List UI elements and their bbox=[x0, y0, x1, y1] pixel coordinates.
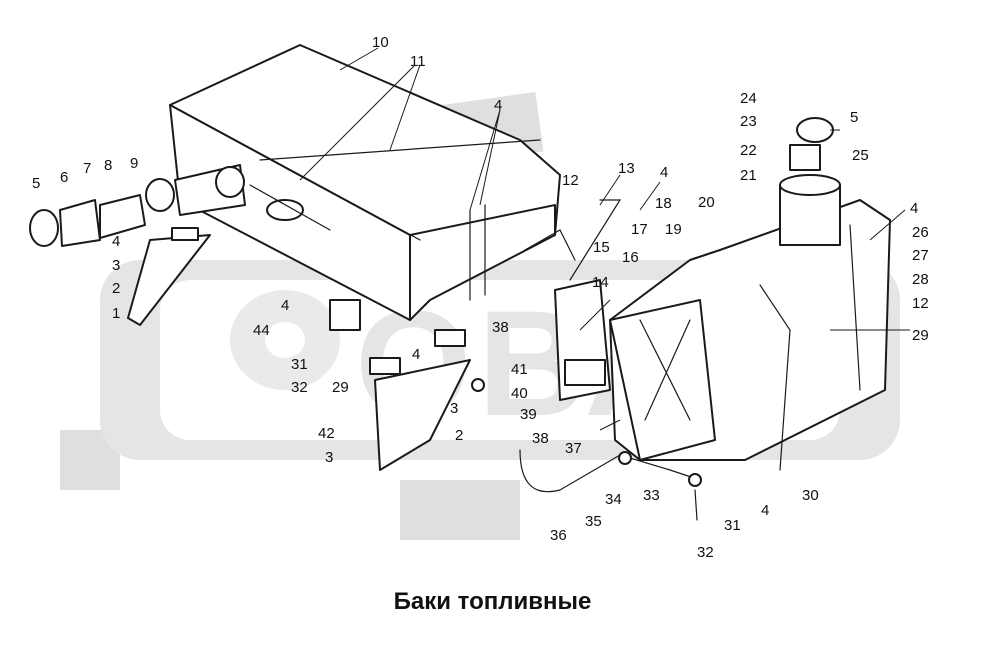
callout: 4 bbox=[112, 233, 120, 250]
callout: 30 bbox=[802, 487, 819, 504]
callout: 18 bbox=[655, 195, 672, 212]
callout: 6 bbox=[60, 169, 68, 186]
callout: 42 bbox=[318, 425, 335, 442]
diagram-caption: Баки топливные bbox=[393, 588, 592, 615]
callout: 2 bbox=[455, 427, 463, 444]
callout: 4 bbox=[761, 502, 769, 519]
callout: 12 bbox=[562, 172, 579, 189]
callout: 31 bbox=[291, 356, 308, 373]
callout: 19 bbox=[665, 221, 682, 238]
callout: 39 bbox=[520, 406, 537, 423]
callout: 16 bbox=[622, 249, 639, 266]
left-bracket bbox=[127, 227, 211, 326]
callout: 10 bbox=[372, 34, 389, 51]
callout: 21 bbox=[740, 167, 757, 184]
callout: 9 bbox=[130, 155, 138, 172]
right-fuel-tank bbox=[609, 117, 891, 471]
callout: 1 bbox=[112, 305, 120, 322]
callout: 11 bbox=[410, 53, 426, 70]
callout: 3 bbox=[450, 400, 458, 417]
callout: 8 bbox=[104, 157, 112, 174]
callout: 32 bbox=[291, 379, 308, 396]
callout: 32 bbox=[697, 544, 714, 561]
callout: 38 bbox=[532, 430, 549, 447]
callout: 34 bbox=[605, 491, 622, 508]
callout: 4 bbox=[494, 97, 502, 114]
center-bracket bbox=[329, 299, 485, 471]
left-fuel-tank bbox=[169, 44, 561, 321]
callout: 41 bbox=[511, 361, 528, 378]
callout: 37 bbox=[565, 440, 582, 457]
callout: 20 bbox=[698, 194, 715, 211]
callout-labels: 10 11 4 5 6 7 8 9 4 3 2 1 12 13 4 18 19 … bbox=[32, 34, 929, 561]
callout: 12 bbox=[912, 295, 929, 312]
left-filler-neck bbox=[29, 164, 246, 247]
callout: 15 bbox=[593, 239, 610, 256]
callout: 4 bbox=[281, 297, 289, 314]
callout: 25 bbox=[852, 147, 869, 164]
callout: 31 bbox=[724, 517, 741, 534]
leader-lines bbox=[299, 47, 910, 431]
callout: 29 bbox=[332, 379, 349, 396]
callout: 24 bbox=[740, 90, 757, 107]
callout: 7 bbox=[83, 160, 91, 177]
callout: 33 bbox=[643, 487, 660, 504]
callout: 44 bbox=[253, 322, 270, 339]
callout: 5 bbox=[32, 175, 40, 192]
callout: 29 bbox=[912, 327, 929, 344]
right-bracket-and-pipes bbox=[519, 199, 702, 521]
callout: 4 bbox=[660, 164, 668, 181]
callout: 14 bbox=[592, 274, 609, 291]
callout: 4 bbox=[910, 200, 918, 217]
callout: 13 bbox=[618, 160, 635, 177]
callout: 3 bbox=[325, 449, 333, 466]
callout: 38 bbox=[492, 319, 509, 336]
callout: 17 bbox=[631, 221, 648, 238]
callout: 26 bbox=[912, 224, 929, 241]
callout: 2 bbox=[112, 280, 120, 297]
callout: 3 bbox=[112, 257, 120, 274]
callout: 22 bbox=[740, 142, 757, 159]
callout: 4 bbox=[412, 346, 420, 363]
callout: 27 bbox=[912, 247, 929, 264]
callout: 40 bbox=[511, 385, 528, 402]
callout: 23 bbox=[740, 113, 757, 130]
callout: 36 bbox=[550, 527, 567, 544]
callout: 35 bbox=[585, 513, 602, 530]
callout: 28 bbox=[912, 271, 929, 288]
callout: 5 bbox=[850, 109, 858, 126]
